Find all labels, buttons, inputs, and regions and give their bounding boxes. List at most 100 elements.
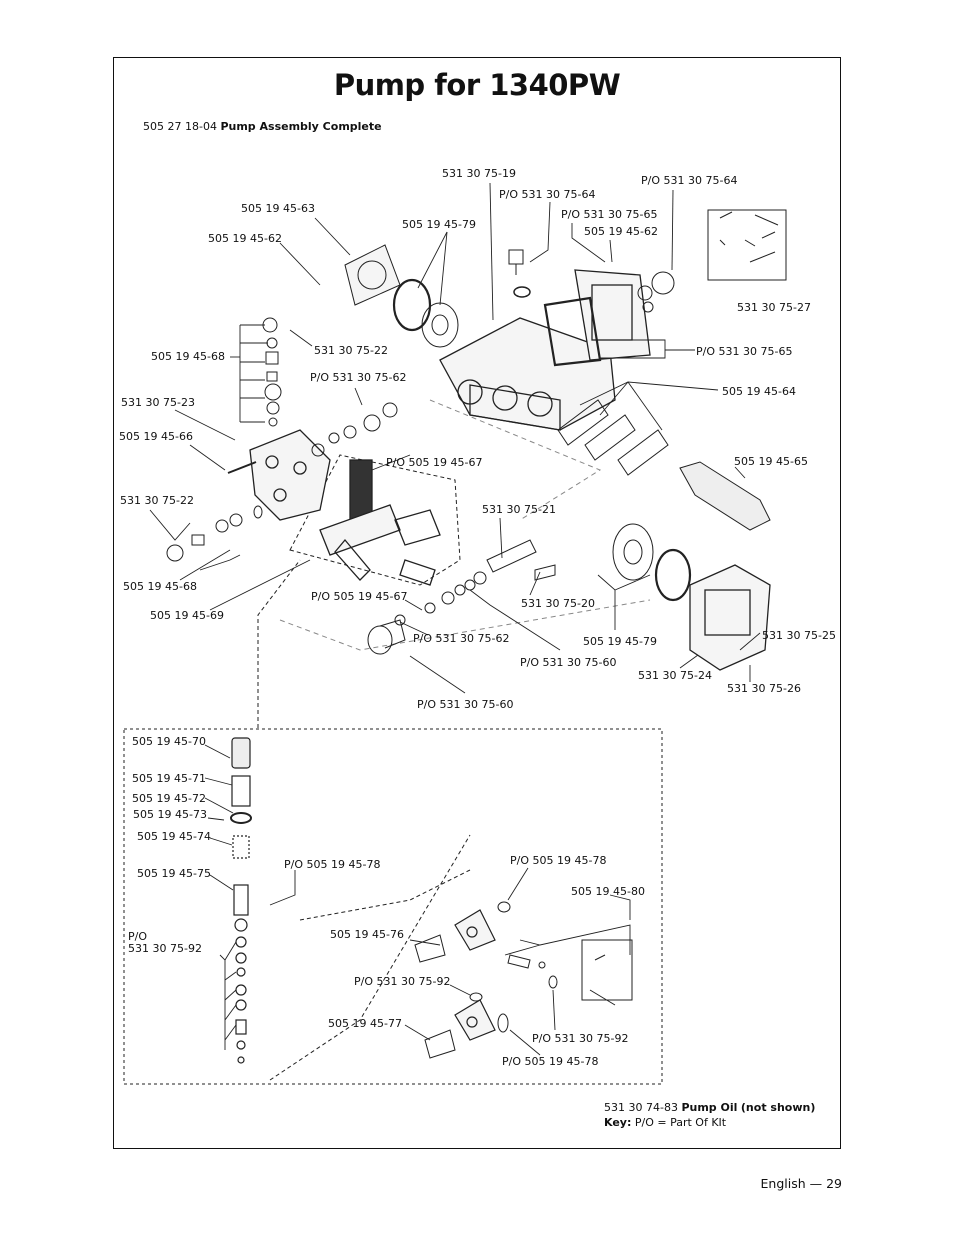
part-label: 505 19 45-77	[328, 1017, 402, 1030]
assembly-name: Pump Assembly Complete	[220, 120, 382, 133]
part-label: 505 19 45-72	[132, 792, 206, 805]
part-label: 531 30 75-26	[727, 682, 801, 695]
part-label: P/O 505 19 45-67	[386, 456, 482, 469]
crankshaft	[679, 461, 771, 531]
manifold-detail-boundary	[289, 454, 461, 586]
hardware-kit	[707, 209, 787, 281]
cover-gasket	[543, 296, 602, 367]
pump-crankcase	[439, 317, 616, 431]
part-label: P/O 531 30 75-64	[499, 188, 595, 201]
dashed-guide	[257, 559, 301, 728]
part-label: 505 19 45-79	[402, 218, 476, 231]
assembly-part: 505 27 18-04	[143, 120, 217, 133]
part-label: 505 19 45-64	[722, 385, 796, 398]
part-label: 505 19 45-66	[119, 430, 193, 443]
part-label: P/O 531 30 75-60	[417, 698, 513, 711]
part-label: 531 30 75-24	[638, 669, 712, 682]
part-label: 505 19 45-79	[583, 635, 657, 648]
part-label: 531 30 75-27	[737, 301, 811, 314]
key-line: Key: P/O = Part Of KIt	[604, 1116, 726, 1129]
unloader-body	[319, 459, 441, 586]
valve-stack	[262, 317, 282, 427]
part-label: 531 30 75-25	[762, 629, 836, 642]
oil-name: Pump Oil	[681, 1101, 738, 1114]
part-label: 505 19 45-74	[137, 830, 211, 843]
part-label: 505 19 45-68	[151, 350, 225, 363]
part-label: 505 19 45-73	[133, 808, 207, 821]
o-ring	[469, 992, 483, 1002]
part-label: 505 19 45-68	[123, 580, 197, 593]
guide-bushing	[367, 619, 406, 655]
oil-part: 531 30 74-83	[604, 1101, 678, 1114]
part-label: P/O 531 30 75-65	[561, 208, 657, 221]
part-label: 505 19 45-76	[330, 928, 404, 941]
o-ring	[654, 548, 692, 602]
part-label: P/O 531 30 75-60	[520, 656, 616, 669]
part-label: 531 30 75-21	[482, 503, 556, 516]
oil-cap-oring	[513, 286, 531, 298]
part-label: 505 19 45-71	[132, 772, 206, 785]
part-label: P/O 505 19 45-78	[284, 858, 380, 871]
key-label: Key:	[604, 1116, 632, 1129]
tee-fitting	[454, 999, 496, 1041]
part-label: 505 19 45-69	[150, 609, 224, 622]
sight-glass	[637, 271, 675, 313]
bearing-cover	[344, 244, 401, 306]
seal-stack	[454, 571, 487, 596]
part-label: P/O 531 30 75-62	[413, 632, 509, 645]
part-label: 505 19 45-70	[132, 735, 206, 748]
oil-cap	[508, 249, 524, 275]
part-label: 505 19 45-62	[208, 232, 282, 245]
part-label: 531 30 75-20	[521, 597, 595, 610]
valve-detail-boundary	[123, 728, 663, 1085]
seal-parts	[394, 591, 455, 626]
unloader-parts	[311, 402, 398, 457]
manifold-bolt	[227, 461, 257, 474]
part-label: P/O	[128, 930, 147, 943]
key-text: P/O = Part Of KIt	[634, 1116, 727, 1129]
part-label: P/O 505 19 45-78	[510, 854, 606, 867]
o-ring	[548, 975, 558, 989]
part-label: P/O 531 30 75-92	[532, 1032, 628, 1045]
bolt-fitting	[414, 934, 446, 963]
assembly-line: 505 27 18-04 Pump Assembly Complete	[143, 120, 382, 133]
bolt-fitting	[424, 1029, 456, 1059]
part-label: 531 30 75-23	[121, 396, 195, 409]
part-label: P/O 505 19 45-67	[311, 590, 407, 603]
plunger	[486, 539, 556, 581]
tee-fitting	[454, 909, 496, 951]
dashed-guide	[279, 599, 651, 651]
part-label: 505 19 45-63	[241, 202, 315, 215]
rear-bearing-cover	[689, 564, 771, 671]
bearing	[421, 302, 459, 348]
part-label: 505 19 45-62	[584, 225, 658, 238]
leader-lines	[149, 182, 761, 1056]
connecting-rods	[557, 399, 669, 476]
o-ring	[497, 1013, 509, 1033]
unloader-stack	[230, 737, 252, 1064]
dashed-guide	[269, 834, 471, 1081]
dashed-guide	[299, 869, 471, 921]
valve-stack	[166, 505, 263, 562]
part-label: P/O 531 30 75-92	[354, 975, 450, 988]
pump-manifold	[249, 429, 331, 521]
part-label: P/O 531 30 75-64	[641, 174, 737, 187]
bearing	[612, 523, 654, 581]
part-label: P/O 505 19 45-78	[502, 1055, 598, 1068]
part-label: P/O 531 30 75-65	[696, 345, 792, 358]
part-label: 505 19 45-75	[137, 867, 211, 880]
page-title: Pump for 1340PW	[333, 68, 621, 102]
part-label: 531 30 75-92	[128, 942, 202, 955]
o-ring	[392, 278, 432, 332]
oil-note: (not shown)	[740, 1101, 816, 1114]
part-label: 531 30 75-22	[120, 494, 194, 507]
valve-detail-box	[581, 939, 633, 1006]
o-ring	[497, 901, 511, 913]
part-label: 531 30 75-19	[442, 167, 516, 180]
part-label: 505 19 45-80	[571, 885, 645, 898]
page-number: English — 29	[760, 1176, 843, 1191]
part-label: P/O 531 30 75-62	[310, 371, 406, 384]
dashed-guide	[429, 399, 602, 521]
check-valve	[507, 954, 546, 969]
